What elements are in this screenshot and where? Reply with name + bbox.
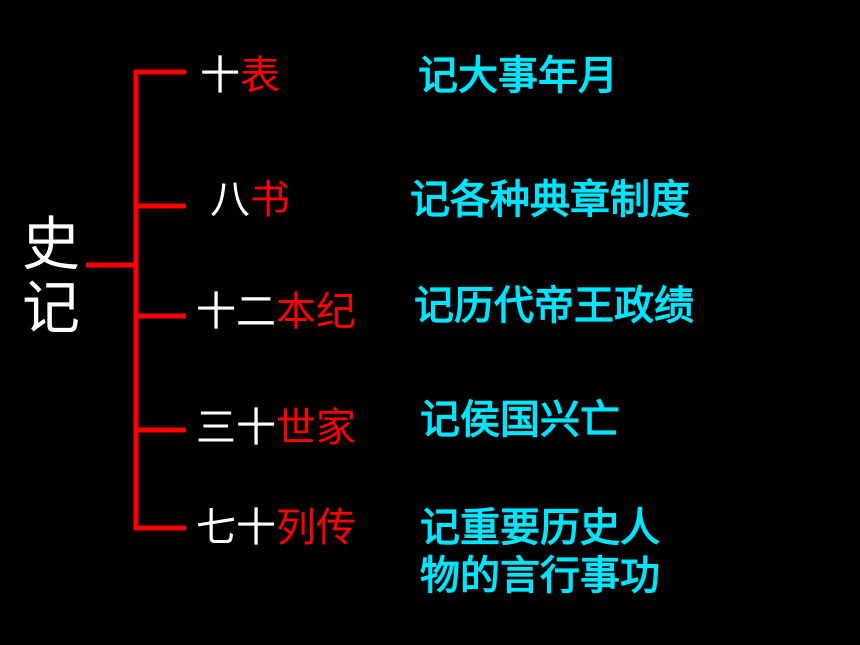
branch-name-1-prefix: 十	[200, 53, 240, 99]
branch-desc-3: 记历代帝王政绩	[414, 282, 694, 330]
branch-name-2-suffix: 书	[250, 177, 290, 223]
branch-desc-3-line-1: 记历代帝王政绩	[414, 283, 694, 329]
branch-desc-1-line-1: 记大事年月	[418, 53, 618, 99]
branch-name-5: 七十列传	[196, 504, 356, 552]
root-title: 史 记	[18, 212, 84, 340]
branch-name-4: 三十世家	[196, 404, 356, 452]
branch-name-4-prefix: 三十	[196, 405, 276, 451]
branch-name-5-suffix: 列传	[276, 505, 356, 551]
branch-name-3-suffix: 本纪	[276, 289, 356, 335]
branch-name-4-suffix: 世家	[276, 405, 356, 451]
branch-desc-4: 记侯国兴亡	[420, 396, 620, 444]
branch-desc-4-line-1: 记侯国兴亡	[420, 397, 620, 443]
root-title-line-1: 史	[21, 210, 80, 278]
branch-name-3-prefix: 十二	[196, 289, 276, 335]
branch-desc-2-line-1: 记各种典章制度	[410, 177, 690, 223]
branch-desc-5: 记重要历史人 物的言行事功	[420, 504, 660, 600]
branch-name-1-suffix: 表	[240, 53, 280, 99]
root-title-line-2: 记	[21, 274, 80, 342]
branch-desc-5-line-2: 物的言行事功	[420, 553, 660, 599]
branch-desc-2: 记各种典章制度	[410, 176, 690, 224]
branch-name-5-prefix: 七十	[196, 505, 276, 551]
branch-desc-1: 记大事年月	[418, 52, 618, 100]
branch-desc-5-line-1: 记重要历史人	[420, 505, 660, 551]
branch-name-1: 十表	[200, 52, 280, 100]
branch-name-3: 十二本纪	[196, 288, 356, 336]
branch-name-2: 八书	[210, 176, 290, 224]
branch-name-2-prefix: 八	[210, 177, 250, 223]
